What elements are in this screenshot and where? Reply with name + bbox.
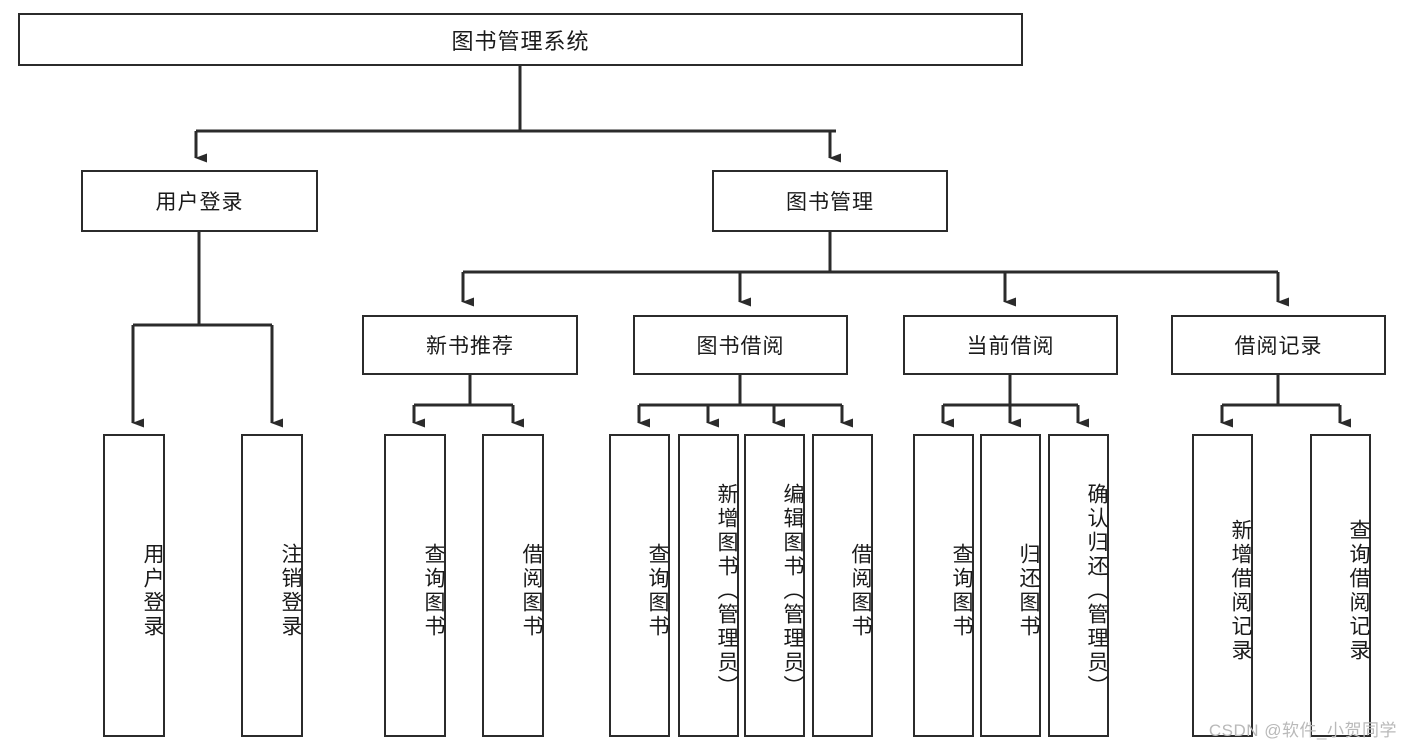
node-label: 查询图书 (646, 542, 669, 639)
node-label: 归还图书 (1017, 542, 1040, 639)
leaf-borrow-query-book[interactable]: 查询图书 (609, 434, 670, 737)
leaf-recommend-query-book[interactable]: 查询图书 (384, 434, 446, 737)
node-user-login[interactable]: 用户登录 (81, 170, 318, 232)
leaf-record-add-record[interactable]: 新增借阅记录 (1192, 434, 1253, 737)
node-label: 新书推荐 (426, 335, 514, 358)
node-label: 注销登录 (279, 542, 302, 639)
node-label: 图书借阅 (696, 335, 785, 358)
node-current-borrow[interactable]: 当前借阅 (903, 315, 1118, 375)
node-label: 借阅记录 (1234, 335, 1323, 358)
node-book-management[interactable]: 图书管理 (712, 170, 948, 232)
node-new-book-recommend[interactable]: 新书推荐 (362, 315, 578, 375)
node-label: 图书管理 (786, 191, 874, 214)
node-book-borrow[interactable]: 图书借阅 (633, 315, 848, 375)
leaf-borrow-borrow-book[interactable]: 借阅图书 (812, 434, 873, 737)
node-label: 借阅图书 (520, 542, 543, 639)
node-label: 编辑图书（管理员） (781, 482, 804, 699)
leaf-current-query-book[interactable]: 查询图书 (913, 434, 974, 737)
node-label: 新增借阅记录 (1229, 518, 1252, 663)
node-label: 当前借阅 (966, 335, 1055, 358)
node-borrow-record[interactable]: 借阅记录 (1171, 315, 1386, 375)
node-label: 查询图书 (950, 542, 973, 639)
leaf-record-query-record[interactable]: 查询借阅记录 (1310, 434, 1371, 737)
node-root-system[interactable]: 图书管理系统 (18, 13, 1023, 66)
node-label: 新增图书（管理员） (715, 482, 738, 699)
node-label: 用户登录 (141, 542, 164, 639)
leaf-current-return-book[interactable]: 归还图书 (980, 434, 1041, 737)
leaf-borrow-add-book-admin[interactable]: 新增图书（管理员） (678, 434, 739, 737)
node-label: 确认归还（管理员） (1085, 482, 1108, 699)
leaf-recommend-borrow-book[interactable]: 借阅图书 (482, 434, 544, 737)
watermark-text: CSDN @软件_小贺同学 (1208, 721, 1397, 740)
node-label: 查询借阅记录 (1347, 518, 1370, 663)
node-label: 图书管理系统 (451, 28, 590, 54)
leaf-borrow-edit-book-admin[interactable]: 编辑图书（管理员） (744, 434, 805, 737)
leaf-current-confirm-return-admin[interactable]: 确认归还（管理员） (1048, 434, 1109, 737)
node-label: 借阅图书 (849, 542, 872, 639)
leaf-user-login-logout[interactable]: 注销登录 (241, 434, 303, 737)
node-label: 查询图书 (422, 542, 445, 639)
leaf-user-login-login[interactable]: 用户登录 (103, 434, 165, 737)
node-label: 用户登录 (155, 191, 244, 214)
